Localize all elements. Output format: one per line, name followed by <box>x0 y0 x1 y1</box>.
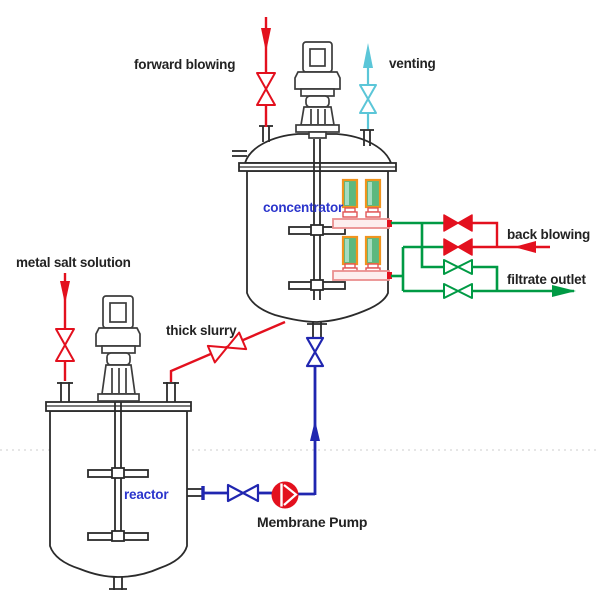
concentrator-agitator <box>288 139 346 300</box>
back-blowing-arrow <box>514 241 536 253</box>
filtrate-valve-1 <box>443 259 473 275</box>
forward-blowing-flow-arrow <box>261 28 271 52</box>
concentrator-dome <box>243 133 393 164</box>
thick-slurry-valve <box>206 331 248 364</box>
membrane-module <box>332 178 392 229</box>
membrane-pump <box>271 481 299 509</box>
circulation-flow-arrow <box>310 420 320 441</box>
filtration-piping <box>391 221 576 297</box>
reactor-outlet-nozzle <box>187 488 203 497</box>
metal-salt-nozzle <box>57 382 73 402</box>
venting-flow-arrow <box>363 43 373 68</box>
concentrator-bottom-nozzle <box>307 322 327 338</box>
back-blowing-label: back blowing <box>507 227 591 242</box>
back-blowing-valve-1 <box>443 214 473 232</box>
metal-salt-flow-arrow <box>60 281 70 304</box>
circulation-line <box>201 366 320 500</box>
membrane-modules <box>332 178 392 281</box>
reactor-agitator <box>87 400 149 542</box>
membrane-manifold-top <box>332 218 390 229</box>
metal-salt-valve <box>55 328 75 362</box>
venting-line <box>363 43 373 129</box>
reactor-label: reactor <box>124 487 169 502</box>
back-blowing-valve-2 <box>443 238 473 256</box>
forward-blowing-line <box>261 17 271 127</box>
filtrate-valve-2 <box>443 283 473 299</box>
thick-slurry-nozzle <box>163 382 179 402</box>
filtrate-outlet-arrow <box>552 285 576 297</box>
metal-salt-solution-label: metal salt solution <box>16 255 131 270</box>
thick-slurry-line <box>169 320 286 382</box>
venting-valve <box>359 84 377 114</box>
reactor-motor <box>95 295 141 402</box>
reactor-outlet-valve <box>226 483 260 503</box>
membrane-module <box>332 235 392 281</box>
filtrate-outlet-label: filtrate outlet <box>507 272 586 287</box>
reactor-vessel <box>45 295 203 590</box>
venting-nozzle <box>360 129 374 146</box>
concentrator-vessel <box>232 41 397 338</box>
concentrator-motor <box>294 41 341 139</box>
concentrator-feed-valve <box>305 336 325 368</box>
venting-label: venting <box>389 56 436 71</box>
forward-blowing-label: forward blowing <box>134 57 236 72</box>
membrane-pump-label: Membrane Pump <box>257 514 368 530</box>
metal-salt-line <box>60 273 70 381</box>
membrane-manifold-bottom <box>332 270 390 281</box>
reactor-bottom-nozzle <box>109 577 127 590</box>
reactor-shell <box>49 410 188 578</box>
thick-slurry-label: thick slurry <box>166 323 237 338</box>
concentrator-label: concentrator <box>263 200 344 215</box>
forward-blowing-valve <box>256 72 276 106</box>
